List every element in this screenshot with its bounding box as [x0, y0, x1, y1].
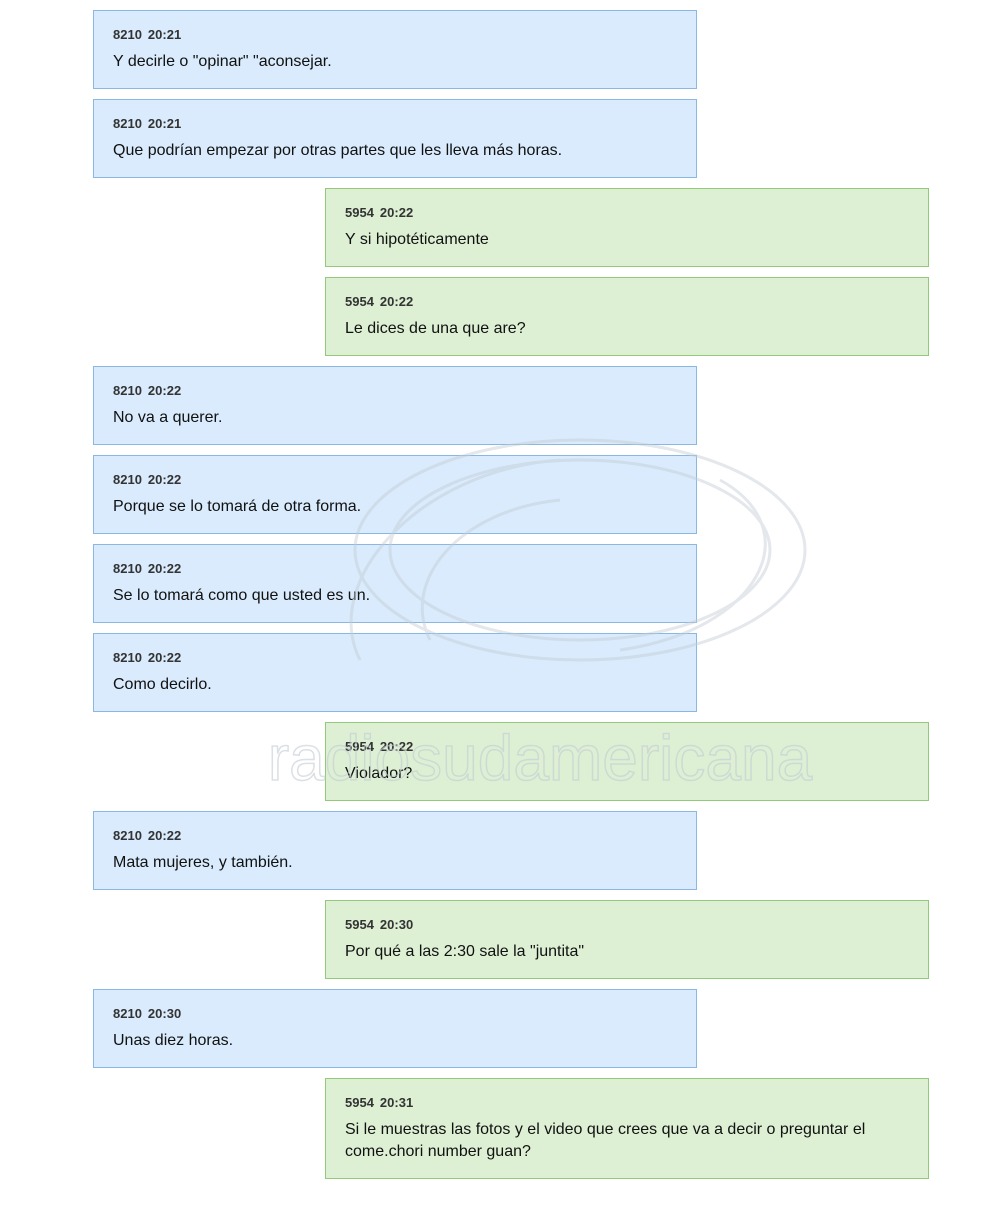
message-time: 20:21	[147, 27, 182, 42]
message-time: 20:21	[147, 116, 182, 131]
message-bubble: 8210 20:30 Unas diez horas.	[93, 989, 697, 1068]
message-meta: 8210 20:21	[113, 27, 677, 43]
message-meta: 8210 20:30	[113, 1006, 677, 1022]
message-bubble: 8210 20:22 Se lo tomará como que usted es…	[93, 544, 697, 623]
message-meta: 5954 20:30	[345, 917, 909, 933]
message-time: 20:22	[147, 383, 182, 398]
message-meta: 5954 20:31	[345, 1095, 909, 1111]
message-time: 20:22	[147, 472, 182, 487]
message-bubble: 5954 20:30 Por qué a las 2:30 sale la "ju…	[325, 900, 929, 979]
message-time: 20:22	[147, 650, 182, 665]
message-bubble: 5954 20:22 Le dices de una que are?	[325, 277, 929, 356]
message-bubble: 8210 20:22 No va a querer.	[93, 366, 697, 445]
sender-id: 8210	[113, 828, 142, 843]
message-text: Unas diez horas.	[113, 1032, 234, 1049]
message-time: 20:31	[379, 1095, 414, 1110]
message-text: Y decirle o "opinar" "aconsejar.	[113, 53, 332, 70]
message-text: Por qué a las 2:30 sale la "juntita"	[345, 943, 585, 960]
message-text: Que podrían empezar por otras partes que…	[113, 142, 563, 159]
message-meta: 8210 20:22	[113, 650, 677, 666]
message-time: 20:22	[147, 561, 182, 576]
message-bubble: 5954 20:31 Si le muestras las fotos y el …	[325, 1078, 929, 1179]
message-bubble: 8210 20:21 Y decirle o "opinar" "aconseja…	[93, 10, 697, 89]
message-time: 20:22	[147, 828, 182, 843]
message-bubble: 5954 20:22 Y si hipotéticamente	[325, 188, 929, 267]
message-text: Se lo tomará como que usted es un.	[113, 587, 371, 604]
sender-id: 8210	[113, 472, 142, 487]
message-bubble: 5954 20:22 Violador?	[325, 722, 929, 801]
sender-id: 5954	[345, 917, 374, 932]
message-meta: 5954 20:22	[345, 205, 909, 221]
message-meta: 5954 20:22	[345, 739, 909, 755]
sender-id: 8210	[113, 383, 142, 398]
message-time: 20:22	[379, 205, 414, 220]
message-bubble: 8210 20:21 Que podrían empezar por otras …	[93, 99, 697, 178]
message-meta: 5954 20:22	[345, 294, 909, 310]
message-text: No va a querer.	[113, 409, 223, 426]
sender-id: 8210	[113, 1006, 142, 1021]
message-meta: 8210 20:22	[113, 828, 677, 844]
message-meta: 8210 20:22	[113, 383, 677, 399]
message-time: 20:30	[379, 917, 414, 932]
message-text: Porque se lo tomará de otra forma.	[113, 498, 362, 515]
sender-id: 5954	[345, 739, 374, 754]
message-text: Y si hipotéticamente	[345, 231, 489, 248]
message-text: Si le muestras las fotos y el video que …	[345, 1121, 866, 1160]
message-meta: 8210 20:22	[113, 561, 677, 577]
message-bubble: 8210 20:22 Porque se lo tomará de otra fo…	[93, 455, 697, 534]
chat-transcript: 8210 20:21 Y decirle o "opinar" "aconseja…	[0, 10, 1000, 1189]
message-time: 20:22	[379, 294, 414, 309]
message-text: Mata mujeres, y también.	[113, 854, 293, 871]
message-meta: 8210 20:21	[113, 116, 677, 132]
sender-id: 8210	[113, 116, 142, 131]
message-meta: 8210 20:22	[113, 472, 677, 488]
sender-id: 5954	[345, 294, 374, 309]
sender-id: 8210	[113, 561, 142, 576]
message-text: Como decirlo.	[113, 676, 212, 693]
sender-id: 8210	[113, 27, 142, 42]
message-text: Violador?	[345, 765, 413, 782]
message-bubble: 8210 20:22 Mata mujeres, y también.	[93, 811, 697, 890]
sender-id: 5954	[345, 205, 374, 220]
message-time: 20:22	[379, 739, 414, 754]
sender-id: 8210	[113, 650, 142, 665]
sender-id: 5954	[345, 1095, 374, 1110]
message-text: Le dices de una que are?	[345, 320, 526, 337]
message-time: 20:30	[147, 1006, 182, 1021]
message-bubble: 8210 20:22 Como decirlo.	[93, 633, 697, 712]
